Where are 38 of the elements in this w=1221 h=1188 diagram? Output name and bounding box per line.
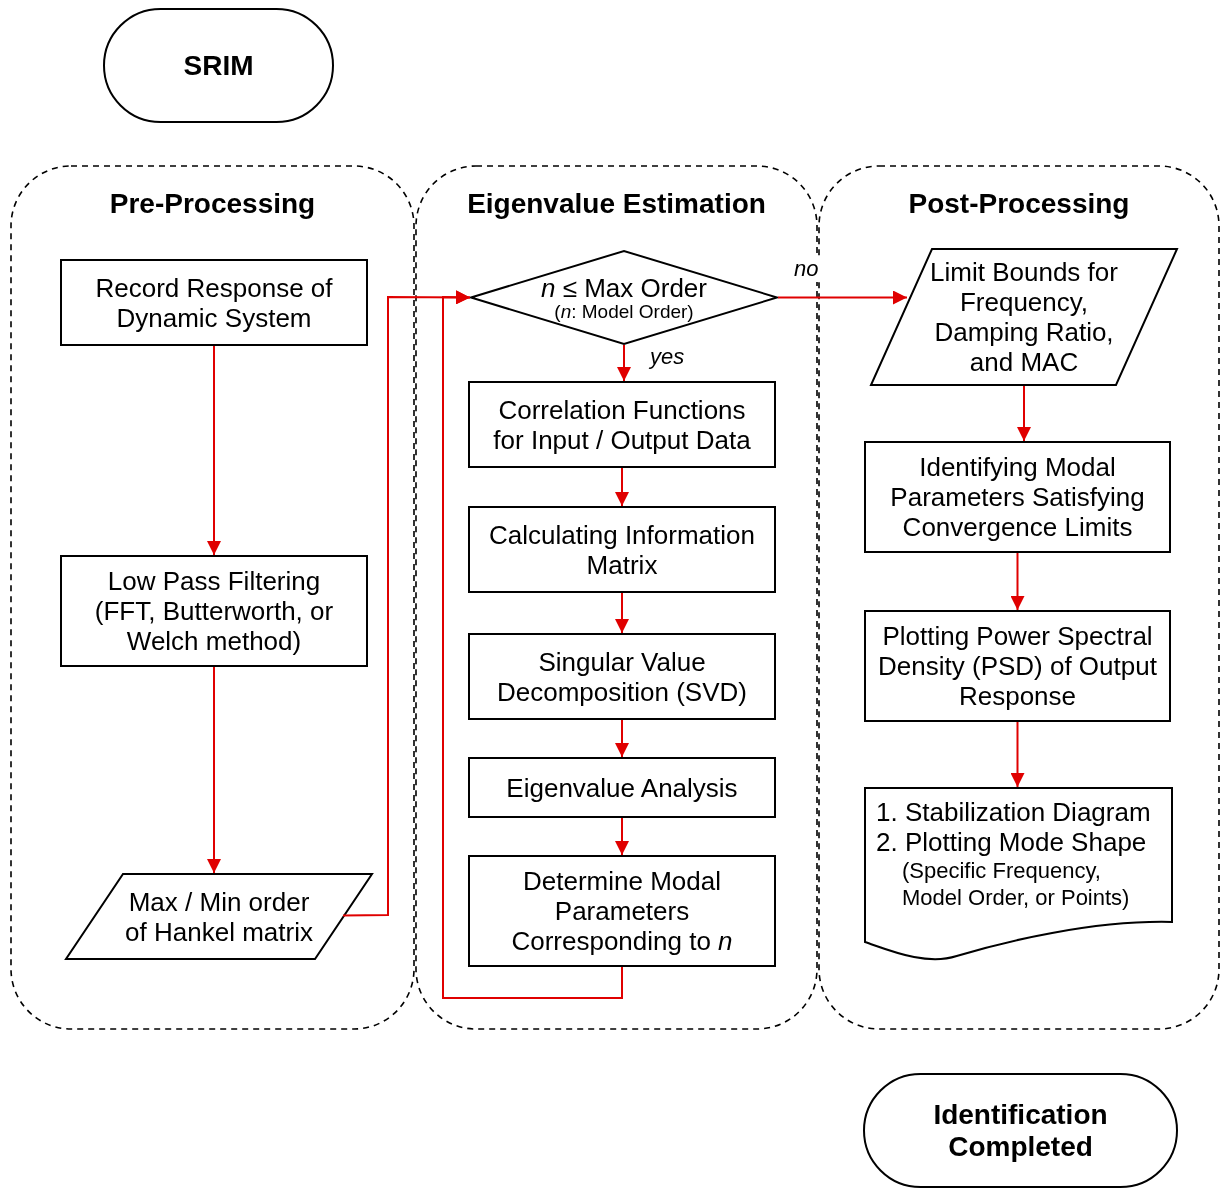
terminator-label: SRIM <box>183 49 254 82</box>
process-box <box>60 555 368 667</box>
process-box <box>864 441 1171 553</box>
step-text: (n: Model Order) <box>554 301 694 322</box>
process-box <box>864 610 1171 722</box>
group-title: Post-Processing <box>907 189 1131 219</box>
step-text: Max / Min order of Hankel matrix <box>124 886 314 947</box>
process-box <box>468 633 776 720</box>
process-box <box>468 506 776 593</box>
step-text: Calculating Information Matrix <box>488 519 756 580</box>
input-parallelogram <box>870 248 1178 386</box>
step-text: 1. Stabilization Diagram <box>875 797 1151 827</box>
process-box <box>60 259 368 346</box>
step-text: Determine Modal Parameters Corresponding to n <box>510 866 734 956</box>
group-title: Pre-Processing <box>108 189 317 219</box>
step-text: Correlation Functions for Input / Output Data <box>492 394 752 455</box>
step-text: 2. Plotting Mode Shape <box>875 827 1147 857</box>
step-text: Record Response of Dynamic System <box>94 272 334 333</box>
group-title: Eigenvalue Estimation <box>466 189 767 219</box>
dashed-group-panel <box>415 165 818 1030</box>
edge-label: no <box>792 256 821 282</box>
process-box <box>468 757 776 818</box>
process-box <box>468 855 776 967</box>
terminator-label: Identification Completed <box>932 1098 1109 1163</box>
step-text: Eigenvalue Analysis <box>505 772 739 803</box>
step-text: Identifying Modal Parameters Satisfying Convergence Limits <box>889 452 1146 542</box>
dashed-group-panel <box>10 165 415 1030</box>
step-text: Singular Value Decomposition (SVD) <box>496 646 748 707</box>
step-text: Limit Bounds for Frequency, Damping Ratio, and MAC <box>929 257 1119 377</box>
step-text: Low Pass Filtering (FFT, Butterworth, or Welch method) <box>93 566 335 656</box>
step-text: n ≤ Max Order <box>541 273 707 302</box>
process-box <box>468 381 776 468</box>
step-text: Plotting Power Spectral Density (PSD) of Output Response <box>877 621 1158 711</box>
decision-diamond <box>470 250 778 345</box>
document-shape <box>864 787 1173 962</box>
input-parallelogram <box>65 873 373 960</box>
step-text: (Specific Frequency, Model Order, or Points) <box>901 857 1131 911</box>
dashed-group-panel <box>818 165 1220 1030</box>
